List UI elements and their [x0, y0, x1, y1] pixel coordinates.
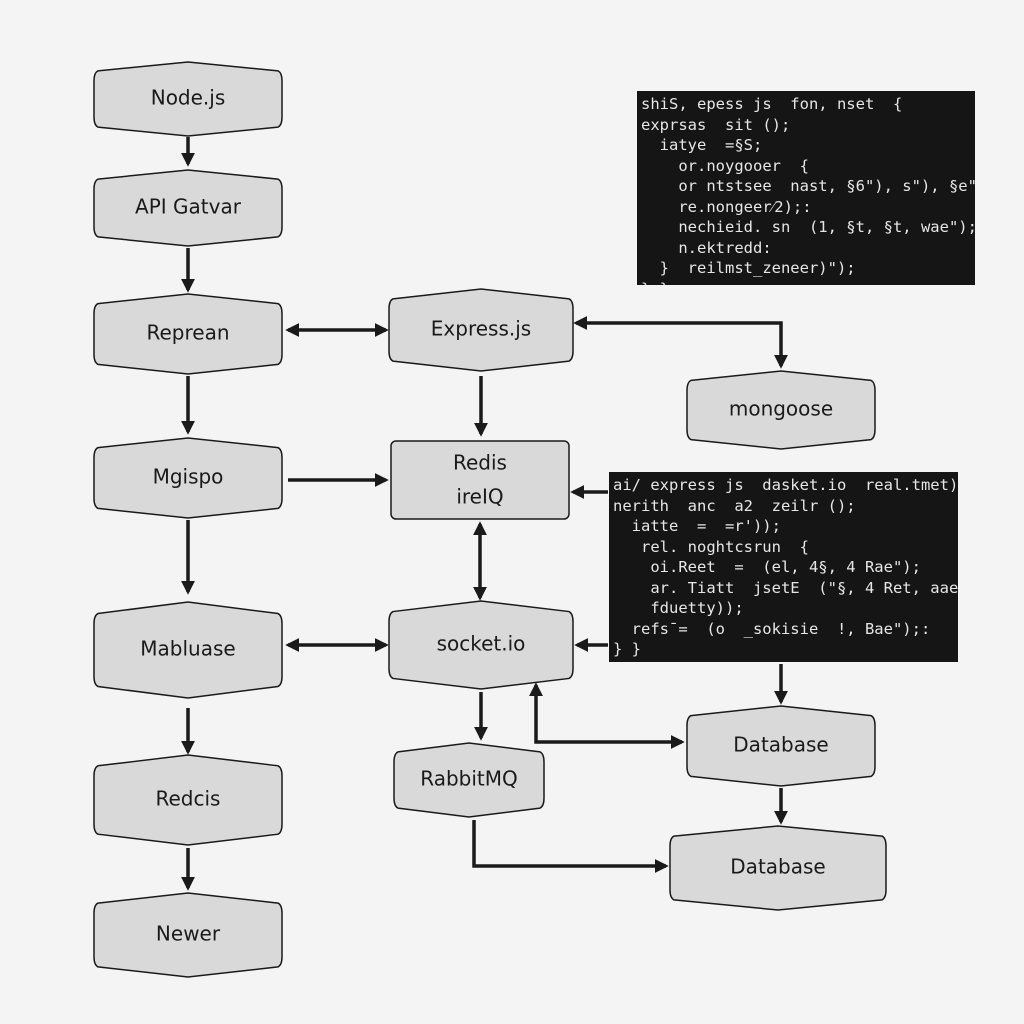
node-mabluase: Mabluase — [93, 601, 283, 699]
node-shape — [93, 754, 283, 846]
code-line: n.ektredd: — [641, 238, 772, 257]
node-label: Express.js — [431, 317, 531, 341]
code-line: shiS, epess js fon, nset { — [641, 95, 903, 113]
node-label: API Gatvar — [135, 195, 242, 219]
code-line: } } — [641, 279, 971, 286]
code-snippet-panel: ai/ express js dasket.io real.tmet); neri… — [609, 472, 958, 662]
node-shape — [388, 600, 574, 690]
node-label: Newer — [156, 922, 221, 946]
node-reprean: Reprean — [93, 293, 283, 375]
code-line: refs¯= (o _sokisie !, Bae");: — [613, 619, 931, 638]
code-line: iatte = =r')); — [613, 517, 781, 535]
node-api-gateway: API Gatvar — [93, 169, 283, 247]
code-line: iatye =§S; — [641, 136, 763, 154]
node-shape — [93, 437, 283, 519]
node-database-1: Database — [686, 705, 876, 787]
code-line: re.nongeer⁄2);: — [641, 197, 812, 216]
node-shape — [388, 288, 574, 372]
node-shape — [93, 293, 283, 375]
code-line: fduetty)); — [613, 599, 744, 617]
node-label: mongoose — [729, 397, 833, 421]
node-mgispo: Mgispo — [93, 437, 283, 519]
node-mongoose: mongoose — [686, 370, 876, 450]
node-redis-ireq: Redis ireIQ — [390, 440, 570, 520]
node-label: socket.io — [437, 632, 526, 656]
node-shape — [686, 705, 876, 787]
node-database-2: Database — [669, 825, 887, 911]
node-label: Node.js — [151, 86, 226, 110]
edge-socketio-to-database-1 — [529, 682, 685, 749]
node-shape — [93, 169, 283, 247]
code-line: nerith anc a2 zeilr (); — [613, 496, 856, 515]
edge-rabbitmq-to-database-2 — [472, 820, 669, 873]
node-shape — [669, 825, 887, 911]
node-label: Database — [730, 855, 825, 879]
node-label-secondary: ireIQ — [456, 485, 503, 509]
code-line: oi.Reet = (el, 4§, 4 Rae"); — [613, 558, 921, 576]
node-expressjs: Express.js — [388, 288, 574, 372]
edge-expressjs-to-mongoose — [573, 316, 788, 369]
node-shape — [686, 370, 876, 450]
node-label: Redis — [453, 451, 507, 475]
code-line: rel. noghtcsrun { — [613, 537, 809, 556]
node-label: Database — [733, 733, 828, 757]
code-line: nechieid. sn (1, §t, §t, wae"); — [641, 218, 975, 236]
node-shape — [390, 440, 570, 520]
code-line: } } — [613, 640, 641, 658]
node-rabbitmq: RabbitMQ — [393, 742, 545, 818]
node-socketio: socket.io — [388, 600, 574, 690]
node-label: Reprean — [146, 321, 229, 345]
node-label: Mgispo — [153, 465, 224, 489]
node-shape — [93, 61, 283, 137]
node-label: Redcis — [156, 787, 221, 811]
code-line: ar. Tiatt jsetE ("§, 4 Ret, aae"); — [613, 578, 958, 597]
code-snippet-panel: shiS, epess js fon, nset { exprsas sit ()… — [637, 91, 975, 285]
node-label: Mabluase — [140, 637, 235, 661]
code-line: } reilmst_zeneer)"); — [641, 259, 856, 277]
node-label: RabbitMQ — [420, 767, 518, 791]
node-redcis: Redcis — [93, 754, 283, 846]
node-shape — [93, 601, 283, 699]
code-line: or.noygooer { — [641, 156, 809, 175]
code-line: or ntstsee nast, §6"), s"), §e"); — [641, 177, 975, 195]
node-shape — [393, 742, 545, 818]
code-line: exprsas sit (); — [641, 115, 791, 134]
node-newer: Newer — [93, 892, 283, 978]
node-shape — [93, 892, 283, 978]
code-line: ai/ express js dasket.io real.tmet); — [613, 476, 958, 494]
node-nodejs: Node.js — [93, 61, 283, 137]
